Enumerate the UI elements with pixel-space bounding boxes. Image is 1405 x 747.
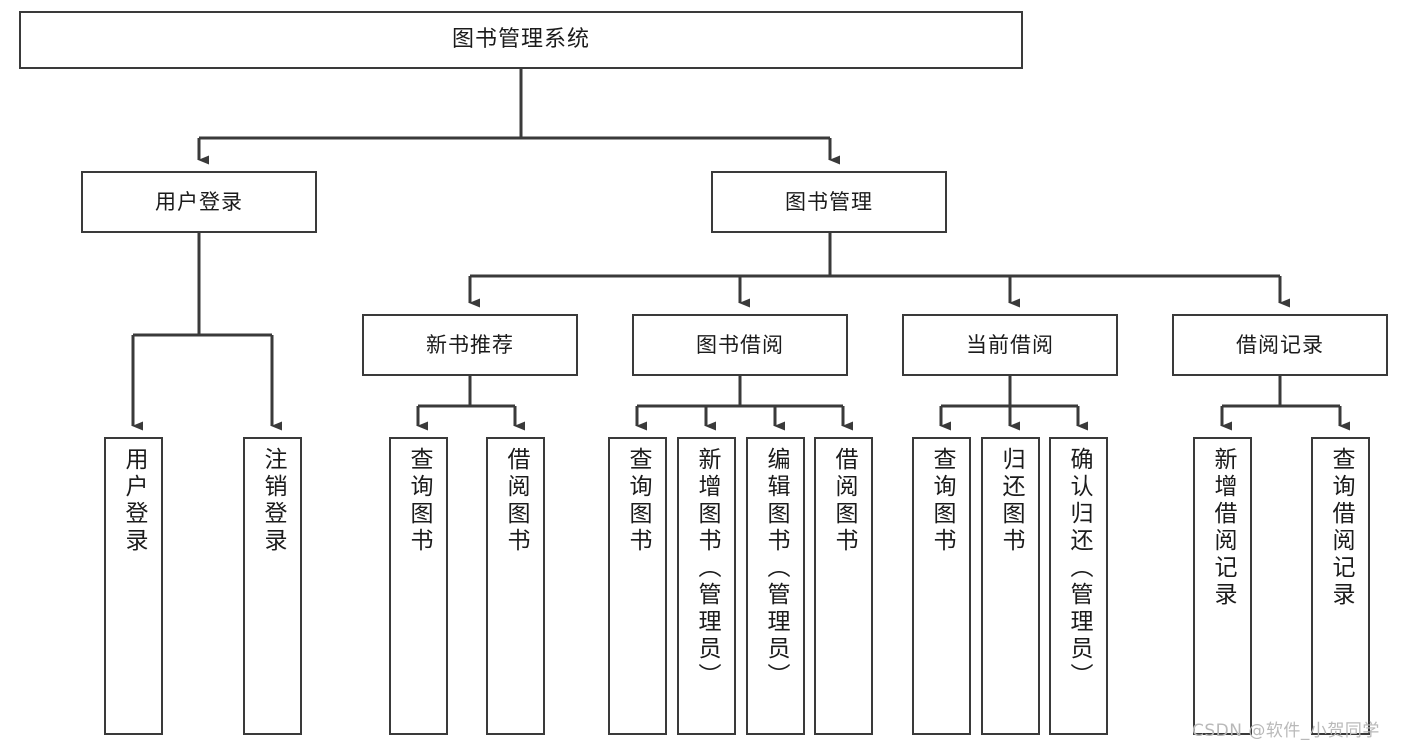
node-label: 查询图书 [929,447,955,555]
leaf-new-book-query[interactable]: 查询图书 [389,437,448,735]
leaf-user-login-login[interactable]: 用户登录 [104,437,163,735]
node-label: 图书管理 [785,189,873,214]
leaf-borrow-record-add[interactable]: 新增借阅记录 [1193,437,1252,735]
node-label: 图书借阅 [696,332,784,357]
node-label: 新增图书（管理员） [694,447,720,690]
node-label: 归还图书 [998,447,1024,555]
leaf-user-login-logout[interactable]: 注销登录 [243,437,302,735]
node-label: 借阅记录 [1236,332,1324,357]
node-label: 用户登录 [155,189,243,214]
node-label: 借阅图书 [831,447,857,555]
node-label: 注销登录 [260,447,286,555]
node-label: 图书管理系统 [451,27,590,53]
leaf-book-borrow-borrow[interactable]: 借阅图书 [814,437,873,735]
leaf-current-borrow-query[interactable]: 查询图书 [912,437,971,735]
node-book-management[interactable]: 图书管理 [711,171,947,233]
node-current-borrow[interactable]: 当前借阅 [902,314,1118,376]
leaf-book-borrow-add[interactable]: 新增图书（管理员） [677,437,736,735]
node-label: 查询借阅记录 [1328,447,1354,609]
node-label: 借阅图书 [503,447,529,555]
node-label: 确认归还（管理员） [1066,447,1092,690]
node-label: 用户登录 [121,447,147,555]
node-label: 查询图书 [406,447,432,555]
leaf-new-book-borrow[interactable]: 借阅图书 [486,437,545,735]
node-root-system[interactable]: 图书管理系统 [19,11,1023,69]
leaf-current-borrow-confirm[interactable]: 确认归还（管理员） [1049,437,1108,735]
leaf-book-borrow-query[interactable]: 查询图书 [608,437,667,735]
node-label: 编辑图书（管理员） [763,447,789,690]
node-new-book-recommend[interactable]: 新书推荐 [362,314,578,376]
leaf-current-borrow-return[interactable]: 归还图书 [981,437,1040,735]
node-user-login[interactable]: 用户登录 [81,171,317,233]
node-label: 新增借阅记录 [1210,447,1236,609]
node-label: 查询图书 [625,447,651,555]
node-label: 当前借阅 [966,332,1054,357]
node-borrow-record[interactable]: 借阅记录 [1172,314,1388,376]
leaf-book-borrow-edit[interactable]: 编辑图书（管理员） [746,437,805,735]
leaf-borrow-record-query[interactable]: 查询借阅记录 [1311,437,1370,735]
node-book-borrow[interactable]: 图书借阅 [632,314,848,376]
node-label: 新书推荐 [426,332,514,357]
